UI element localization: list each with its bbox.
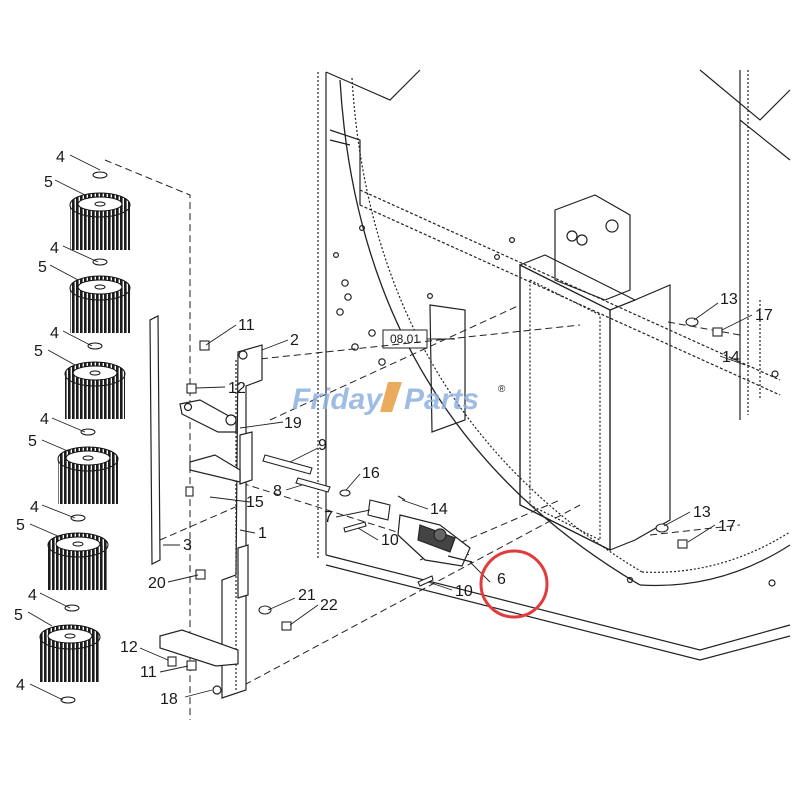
clip-icon <box>397 495 406 501</box>
callout-5: 5 <box>14 607 23 624</box>
bolt-icon <box>712 327 723 337</box>
callout-1: 1 <box>258 525 267 542</box>
watermark: Friday Parts ® <box>292 382 506 416</box>
callout-6: 6 <box>497 571 506 588</box>
callout-5: 5 <box>34 343 43 360</box>
callout-4: 4 <box>56 149 65 166</box>
pin-icon <box>417 575 434 587</box>
callout-4: 4 <box>40 411 49 428</box>
bolt-icon <box>677 539 688 549</box>
callout-17: 17 <box>718 518 736 535</box>
highlighted-part[interactable]: 6 <box>479 549 549 619</box>
callout-5: 5 <box>38 259 47 276</box>
watermark-friday: Friday <box>292 383 383 416</box>
callout-13: 13 <box>693 504 711 521</box>
callout-5: 5 <box>44 174 53 191</box>
brush <box>47 514 109 590</box>
bolt-icon <box>185 486 194 497</box>
callout-4: 4 <box>16 677 25 694</box>
actuator <box>397 514 473 567</box>
washer-icon <box>64 604 80 612</box>
washer-icon <box>685 317 699 327</box>
pin-icon <box>262 454 313 475</box>
callout-7: 7 <box>324 509 333 526</box>
fasteners <box>167 317 723 671</box>
washer-icon <box>655 523 669 533</box>
watermark-reg-mark: ® <box>498 384 506 395</box>
pin-icon <box>295 477 331 493</box>
callout-15: 15 <box>246 494 264 511</box>
callout-14: 14 <box>722 349 740 366</box>
callout-20: 20 <box>148 575 166 592</box>
washer-icon <box>92 258 108 266</box>
brush <box>69 171 131 250</box>
callout-5: 5 <box>16 517 25 534</box>
callout-17: 17 <box>755 307 773 324</box>
bolt-icon <box>167 656 177 667</box>
bolt-icon <box>199 340 210 351</box>
callout-8: 8 <box>273 483 282 500</box>
callout-4: 4 <box>50 325 59 342</box>
washer-icon <box>92 171 108 179</box>
brush <box>39 604 101 704</box>
washer-icon <box>87 342 103 350</box>
callout-14: 14 <box>430 501 448 518</box>
bushing-icon <box>367 499 391 521</box>
callout-9: 9 <box>318 437 327 454</box>
highlight-circle[interactable] <box>479 549 549 619</box>
callout-10: 10 <box>381 532 399 549</box>
bolt-icon <box>186 383 197 394</box>
pin-icon <box>343 521 367 533</box>
callout-16: 16 <box>362 465 380 482</box>
bolt-icon <box>195 569 206 580</box>
callout-11: 11 <box>238 317 255 334</box>
callout-5: 5 <box>28 433 37 450</box>
reference-label: 08.01 <box>382 329 455 349</box>
callout-4: 4 <box>50 240 59 257</box>
bolt-icon <box>281 621 292 631</box>
bolt-icon <box>186 660 197 671</box>
watermark-parts: Parts <box>404 383 479 416</box>
callout-3: 3 <box>183 537 192 554</box>
washer-icon <box>258 605 272 615</box>
washer-icon <box>339 489 351 497</box>
bracket-assembly <box>159 344 263 699</box>
callout-2: 2 <box>290 332 299 349</box>
logo-slash-icon <box>380 382 402 412</box>
callout-18: 18 <box>160 691 178 708</box>
reference-label-text: 08.01 <box>390 332 420 346</box>
callout-10: 10 <box>455 583 473 600</box>
brush-stack <box>39 171 131 704</box>
callouts: 4 5 4 5 4 5 4 5 4 5 4 5 4 3 1 2 11 12 19… <box>14 149 773 708</box>
machine-frame <box>317 69 791 661</box>
callout-11: 11 <box>140 664 157 681</box>
callout-4: 4 <box>30 499 39 516</box>
washer-icon <box>70 514 86 522</box>
callout-12: 12 <box>120 639 138 656</box>
callout-19: 19 <box>284 415 302 432</box>
leader-lines <box>27 154 753 701</box>
brush <box>57 428 119 504</box>
callout-21: 21 <box>298 587 316 604</box>
washer-icon <box>80 428 96 436</box>
brush <box>64 342 126 419</box>
brush <box>69 258 131 333</box>
callout-13: 13 <box>720 291 738 308</box>
callout-4: 4 <box>28 587 37 604</box>
callout-22: 22 <box>320 597 338 614</box>
washer-icon <box>60 696 76 704</box>
callout-12: 12 <box>228 380 246 397</box>
rod <box>149 315 161 565</box>
